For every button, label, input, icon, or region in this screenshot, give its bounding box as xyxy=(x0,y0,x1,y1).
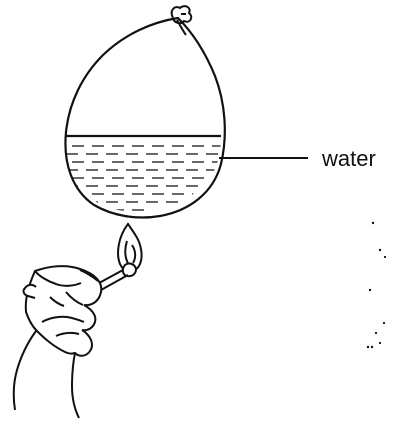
hand xyxy=(14,266,102,418)
scan-marks xyxy=(367,222,386,348)
balloon xyxy=(65,18,224,218)
water-label: water xyxy=(321,146,376,171)
